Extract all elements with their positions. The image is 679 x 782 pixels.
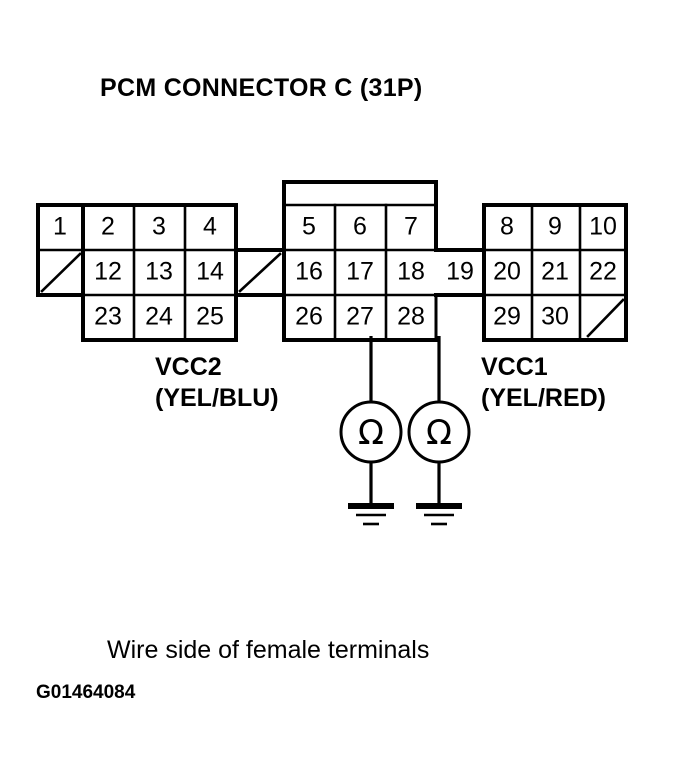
vcc1-signal-name: VCC1	[481, 353, 548, 381]
pin-number: 4	[203, 213, 217, 241]
pin-number: 14	[196, 258, 224, 286]
pin-number: 30	[541, 303, 569, 331]
pin-number: 28	[397, 303, 425, 331]
vcc1-label: VCC1 (YEL/RED)	[481, 352, 606, 413]
pin-number: 6	[353, 213, 367, 241]
pin-number: 20	[493, 258, 521, 286]
pin-number: 21	[541, 258, 569, 286]
pin-number: 19	[446, 258, 474, 286]
pin-number: 1	[53, 213, 67, 241]
pin-number: 23	[94, 303, 122, 331]
page-title: PCM CONNECTOR C (31P)	[100, 74, 423, 102]
pin-number: 9	[548, 213, 562, 241]
vcc2-wire-color: (YEL/BLU)	[155, 383, 279, 412]
pin-number: 5	[302, 213, 316, 241]
pcm-connector-c-grid: 1 2 3 4 5 6 7 8 9 10 12 13 14 16 17 18 1…	[36, 180, 628, 342]
figure-id: G01464084	[36, 682, 136, 703]
pin-number: 26	[295, 303, 323, 331]
pin-number: 8	[500, 213, 514, 241]
vcc1-wire-color: (YEL/RED)	[481, 383, 606, 412]
pin-number: 2	[101, 213, 115, 241]
pin-number: 12	[94, 258, 122, 286]
pin-number: 27	[346, 303, 374, 331]
pin-number: 22	[589, 258, 617, 286]
pin-number: 18	[397, 258, 425, 286]
vcc2-label: VCC2 (YEL/BLU)	[155, 352, 279, 413]
pin-number: 13	[145, 258, 173, 286]
pin-number: 7	[404, 213, 418, 241]
ohmmeter-icon: Ω	[426, 413, 452, 453]
figure-caption: Wire side of female terminals	[107, 636, 430, 664]
pin-number: 29	[493, 303, 521, 331]
pin-number: 24	[145, 303, 173, 331]
pin-number: 3	[152, 213, 166, 241]
pin-number: 16	[295, 258, 323, 286]
vcc2-signal-name: VCC2	[155, 353, 222, 381]
pin-number: 17	[346, 258, 374, 286]
pin-number: 25	[196, 303, 224, 331]
ohmmeter-icon: Ω	[358, 413, 384, 453]
pin-number: 10	[589, 213, 617, 241]
measurement-circuit: Ω Ω	[330, 336, 480, 546]
